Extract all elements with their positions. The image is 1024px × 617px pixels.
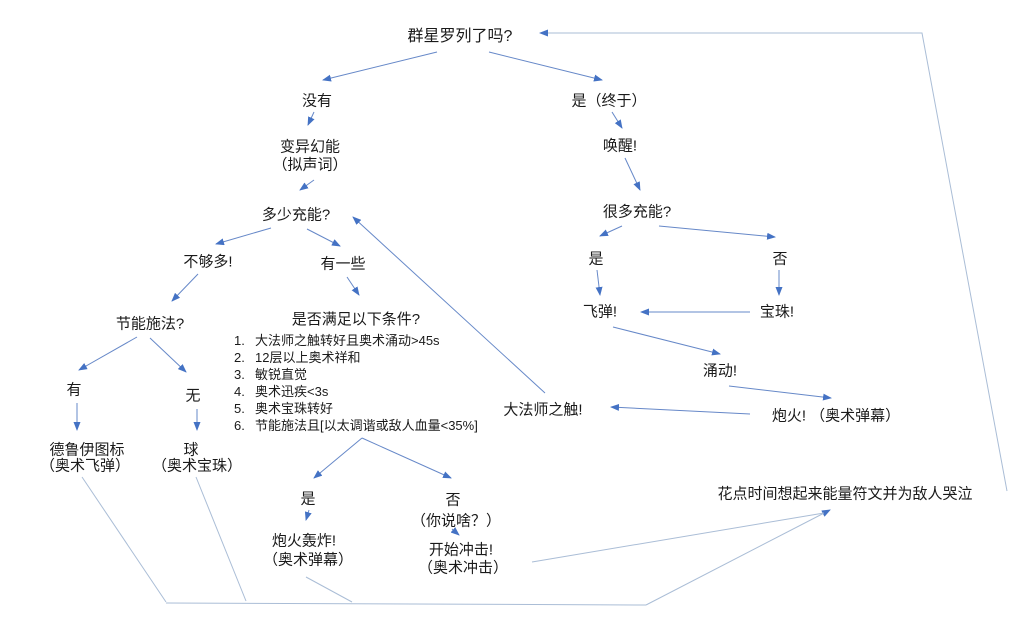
node-charge-up-sub: （奥术冲击） <box>417 559 509 577</box>
node-druid-icon-sub: （奥术飞弹） <box>39 457 131 475</box>
conditions-block: 是否满足以下条件? 1. 大法师之触转好且奥术涌动>45s 2. 12层以上奥术祥和… <box>234 308 478 434</box>
edge-howmany-to-notenough <box>215 227 272 246</box>
edge-conserve-to-have <box>78 336 138 371</box>
edge-conditions-to-yes <box>313 437 363 479</box>
edge-no-to-chargeup <box>450 527 460 536</box>
edge-some-to-conditions <box>346 276 360 296</box>
condition-item: 4. 奥术迅疾<3s <box>234 383 478 400</box>
edge-yesfinally-to-awaken <box>611 111 623 129</box>
edge-druid-to-bottompath <box>81 476 167 603</box>
node-some: 有一些 <box>320 255 366 273</box>
edge-evocation-to-howmany <box>299 179 315 191</box>
node-orb: 宝珠! <box>759 303 795 321</box>
edge-awaken-to-manycharges <box>624 157 641 191</box>
node-none: 无 <box>185 387 201 405</box>
node-ball: 球 <box>183 441 199 459</box>
condition-number: 3. <box>234 367 245 382</box>
edge-notenough-to-conserve <box>171 273 199 302</box>
node-surge: 涌动! <box>702 362 738 380</box>
node-cond-no-sub: （你说啥？） <box>410 512 502 530</box>
node-not-enough: 不够多! <box>183 253 233 271</box>
condition-text: 奥术迅疾<3s <box>255 384 329 399</box>
node-have: 有 <box>66 381 82 399</box>
node-how-many-charges: 多少充能? <box>261 206 331 224</box>
node-charge-up: 开始冲击! <box>428 541 494 559</box>
condition-text: 奥术宝珠转好 <box>255 401 334 416</box>
node-awaken: 唤醒! <box>602 137 638 155</box>
condition-number: 2. <box>234 350 245 365</box>
edge-missiles-to-surge <box>612 326 721 356</box>
node-arch-touch: 大法师之触! <box>503 401 583 419</box>
condition-item: 2. 12层以上奥术祥和 <box>234 349 478 366</box>
edge-ball-to-bottompath <box>195 476 247 602</box>
node-bombard: 炮火轰炸! <box>271 532 337 550</box>
node-cond-no: 否 <box>445 491 461 509</box>
node-yes-branch: 是（终于） <box>571 92 647 110</box>
node-runes-reminder: 花点时间想起来能量符文并为敌人哭泣 <box>717 485 973 503</box>
node-many-no: 否 <box>772 250 788 268</box>
node-ball-sub: （奥术宝珠） <box>151 457 243 475</box>
condition-text: 12层以上奥术祥和 <box>255 350 361 365</box>
edge-barrage-to-archtouch <box>610 403 751 415</box>
conditions-list: 1. 大法师之触转好且奥术涌动>45s 2. 12层以上奥术祥和 3. 敏锐直觉 4.… <box>234 332 478 434</box>
condition-item: 1. 大法师之触转好且奥术涌动>45s <box>234 332 478 349</box>
condition-number: 5. <box>234 401 245 416</box>
edge-runes-return-to-start <box>539 29 1008 492</box>
condition-number: 6. <box>234 418 245 433</box>
condition-item: 3. 敏锐直觉 <box>234 366 478 383</box>
condition-number: 1. <box>234 333 245 348</box>
node-start-question: 群星罗列了吗? <box>407 27 513 45</box>
condition-item: 5. 奥术宝珠转好 <box>234 400 478 417</box>
node-no-branch: 没有 <box>301 92 333 110</box>
edge-chargeup-to-runes <box>531 512 825 563</box>
condition-number: 4. <box>234 384 245 399</box>
edge-yes-to-bombard <box>304 509 312 521</box>
edge-howmany-to-some <box>306 228 341 247</box>
edge-surge-to-barrage <box>728 385 832 401</box>
node-many-yes: 是 <box>588 250 604 268</box>
node-evocation-sub: （拟声词） <box>272 156 348 174</box>
edge-bottompath-to-runes <box>645 509 831 606</box>
node-druid-icon: 德鲁伊图标 <box>49 441 125 459</box>
edge-yes-to-missiles <box>595 269 603 296</box>
condition-item: 6. 节能施法且[以太调谐或敌人血量<35%] <box>234 417 478 434</box>
condition-text: 敏锐直觉 <box>255 367 308 382</box>
condition-text: 大法师之触转好且奥术涌动>45s <box>255 333 440 348</box>
edge-start-to-yes <box>488 51 603 82</box>
edge-manycharges-to-no <box>658 225 776 240</box>
edge-manycharges-to-yes <box>599 225 623 237</box>
edge-conserve-to-none <box>149 337 187 373</box>
edge-bottompath-horizontal <box>165 602 647 606</box>
node-many-charges: 很多充能? <box>602 203 672 221</box>
conditions-title: 是否满足以下条件? <box>291 311 421 328</box>
node-bombard-sub: （奥术弹幕） <box>262 551 354 569</box>
node-conserve-cast: 节能施法? <box>115 315 185 333</box>
node-cond-yes: 是 <box>300 490 316 508</box>
node-barrage: 炮火! （奥术弹幕） <box>771 407 901 425</box>
edge-conditions-to-no <box>361 437 452 479</box>
edge-start-to-no <box>322 51 438 82</box>
edge-no-to-evocation <box>307 111 315 126</box>
node-evocation: 变异幻能 <box>279 138 341 156</box>
edge-archtouch-to-howmany <box>352 216 546 394</box>
condition-text: 节能施法且[以太调谐或敌人血量<35%] <box>255 418 478 433</box>
edge-bombard-to-bottompath <box>305 576 353 603</box>
node-missiles: 飞弹! <box>582 303 618 321</box>
